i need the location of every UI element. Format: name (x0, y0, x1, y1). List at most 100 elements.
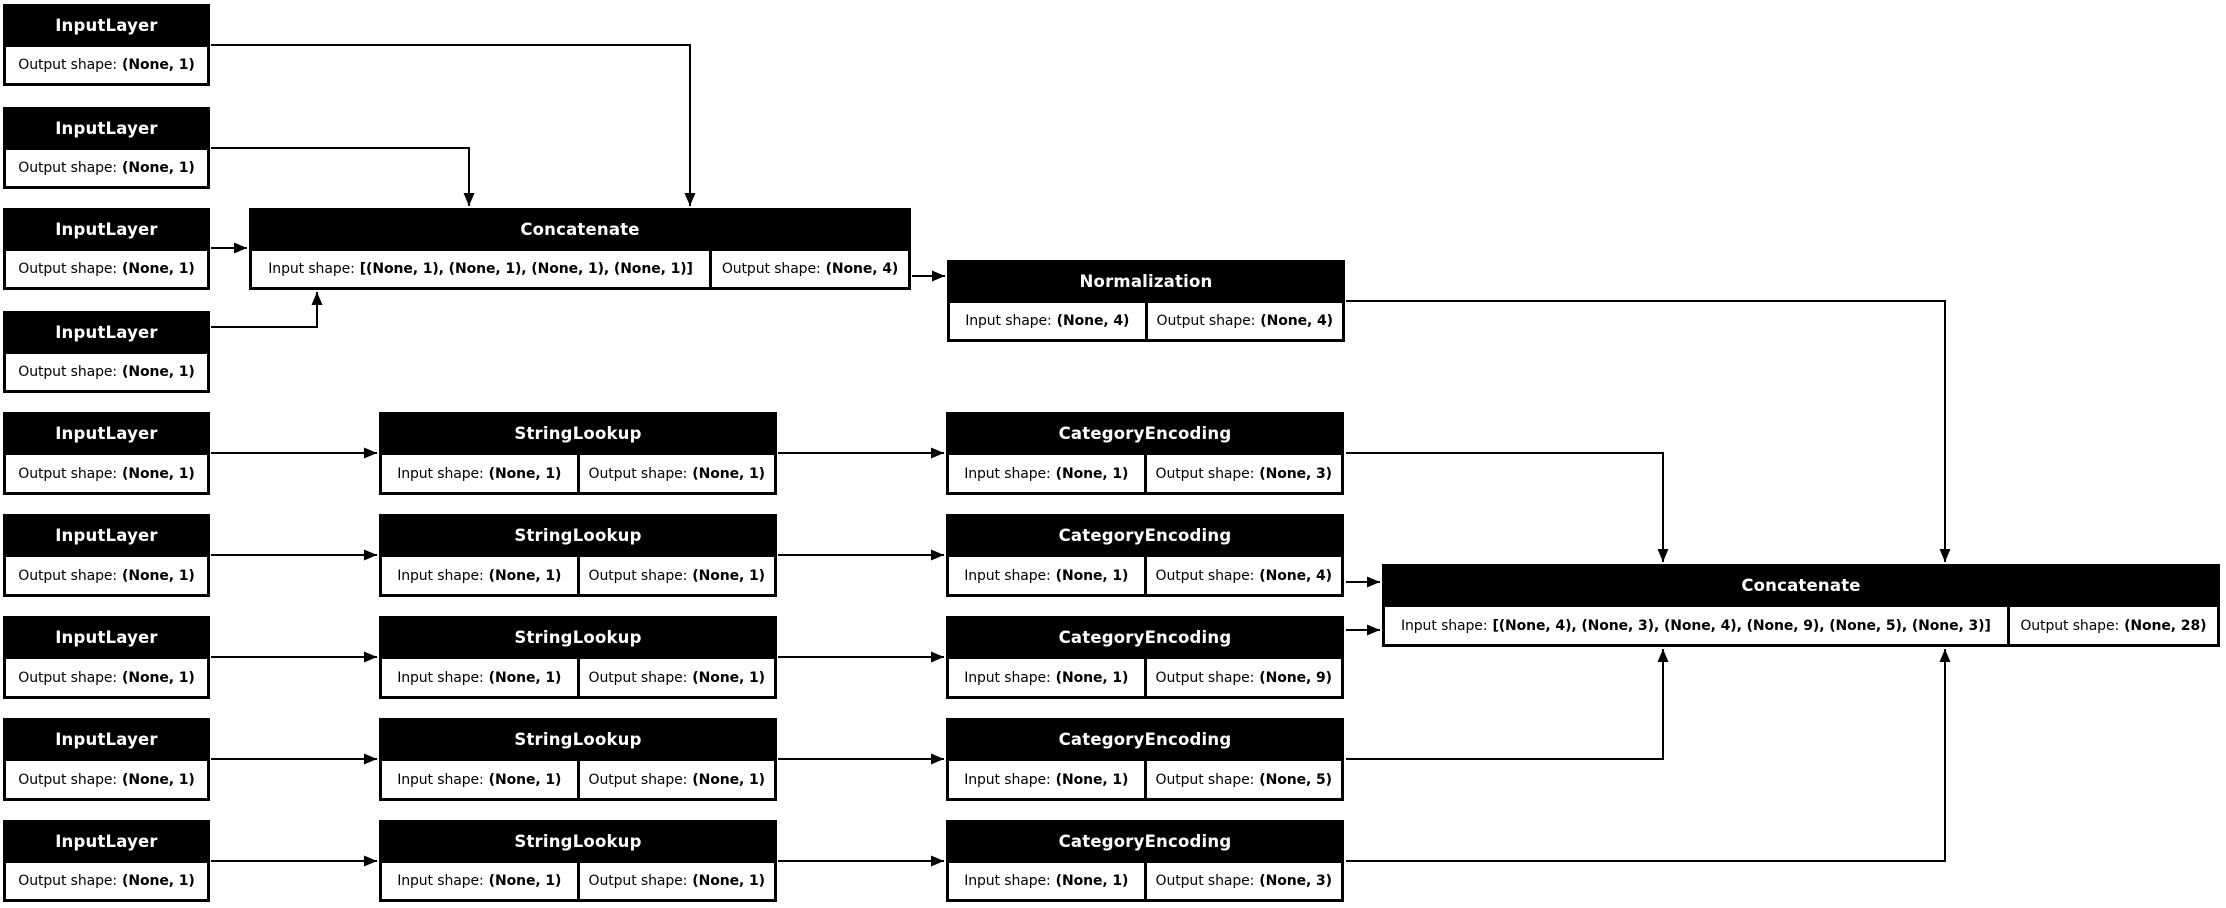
output-shape-cell: Output shape:(None, 3) (1146, 455, 1341, 492)
shape-label: Input shape: (1400, 617, 1488, 634)
shape-value: (None, 1) (488, 669, 562, 686)
shape-value: (None, 1) (692, 771, 765, 788)
node-category-encoding-1: CategoryEncoding Input shape:(None, 1) O… (946, 412, 1344, 495)
shape-label: Output shape: (588, 669, 688, 686)
layer-type-title: InputLayer (55, 526, 158, 545)
node-category-encoding-5: CategoryEncoding Input shape:(None, 1) O… (946, 820, 1344, 902)
shape-value: (None, 1) (122, 364, 195, 380)
layer-type-title: InputLayer (55, 628, 158, 647)
input-shape-cell: Input shape:(None, 1) (382, 557, 577, 594)
layer-type-title: CategoryEncoding (1058, 424, 1232, 443)
shape-value: (None, 1) (122, 567, 195, 584)
output-shape-cell: Output shape:(None, 1) (579, 455, 774, 492)
output-shape-cell: Output shape:(None, 4) (1147, 303, 1342, 339)
node-input-layer-6: InputLayer Output shape:(None, 1) (3, 514, 210, 597)
input-shape-cell: Input shape:(None, 1) (949, 659, 1144, 696)
input-shape-cell: Input shape:(None, 1) (949, 557, 1144, 594)
output-shape-cell: Output shape:(None, 1) (6, 761, 207, 798)
output-shape-cell: Output shape:(None, 1) (6, 354, 207, 390)
shape-value: (None, 3) (1259, 873, 1332, 889)
node-input-layer-5: InputLayer Output shape:(None, 1) (3, 412, 210, 495)
layer-type-title: StringLookup (514, 730, 642, 749)
shape-label: Output shape: (1155, 771, 1255, 788)
shape-value: (None, 4) (1259, 567, 1332, 584)
shape-label: Output shape: (1155, 465, 1255, 482)
edge-category-encoding-5-to-concatenate-2 (1346, 649, 1951, 862)
input-shape-cell: Input shape:(None, 1) (949, 761, 1144, 798)
layer-type-title: CategoryEncoding (1058, 832, 1232, 851)
output-shape-cell: Output shape:(None, 1) (579, 761, 774, 798)
layer-type-title: Concatenate (520, 220, 640, 239)
layer-type-title: InputLayer (55, 730, 158, 749)
output-shape-cell: Output shape:(None, 1) (579, 659, 774, 696)
input-shape-cell: Input shape:(None, 1) (949, 455, 1144, 492)
shape-label: Output shape: (588, 771, 688, 788)
shape-value: (None, 1) (1055, 669, 1129, 686)
node-string-lookup-3: StringLookup Input shape:(None, 1) Outpu… (379, 616, 777, 699)
layer-type-title: Normalization (1079, 272, 1213, 291)
shape-value: (None, 3) (1259, 465, 1332, 482)
shape-label: Output shape: (2020, 617, 2120, 634)
layer-type-title: CategoryEncoding (1058, 526, 1232, 545)
shape-label: Output shape: (588, 465, 688, 482)
shape-value: (None, 1) (122, 57, 195, 73)
shape-label: Output shape: (18, 261, 118, 277)
layer-type-title: StringLookup (514, 424, 642, 443)
shape-value: (None, 1) (122, 873, 195, 889)
output-shape-cell: Output shape:(None, 9) (1146, 659, 1341, 696)
input-shape-cell: Input shape:(None, 1) (382, 863, 577, 899)
output-shape-cell: Output shape:(None, 1) (6, 455, 207, 492)
layer-type-title: InputLayer (55, 16, 158, 35)
edge-category-encoding-1-to-concatenate-2 (1346, 452, 1669, 562)
shape-label: Output shape: (1155, 873, 1255, 889)
shape-label: Input shape: (964, 669, 1051, 686)
shape-value: (None, 1) (122, 465, 195, 482)
shape-value: (None, 1) (488, 771, 562, 788)
node-string-lookup-2: StringLookup Input shape:(None, 1) Outpu… (379, 514, 777, 597)
shape-label: Output shape: (18, 57, 118, 73)
shape-value: (None, 4) (825, 261, 899, 277)
shape-value: (None, 1) (1055, 873, 1129, 889)
shape-value: (None, 1) (122, 669, 195, 686)
node-normalization: Normalization Input shape:(None, 4) Outp… (947, 260, 1345, 342)
node-string-lookup-5: StringLookup Input shape:(None, 1) Outpu… (379, 820, 777, 902)
shape-label: Input shape: (965, 313, 1052, 329)
shape-label: Output shape: (588, 567, 688, 584)
node-input-layer-2: InputLayer Output shape:(None, 1) (3, 107, 210, 189)
shape-value: (None, 1) (122, 771, 195, 788)
output-shape-cell: Output shape:(None, 28) (2009, 607, 2217, 644)
output-shape-cell: Output shape:(None, 3) (1146, 863, 1341, 899)
node-string-lookup-1: StringLookup Input shape:(None, 1) Outpu… (379, 412, 777, 495)
shape-label: Output shape: (721, 261, 821, 277)
input-shape-cell: Input shape:(None, 1) (382, 761, 577, 798)
edge-category-encoding-4-to-concatenate-2 (1346, 649, 1669, 760)
output-shape-cell: Output shape:(None, 4) (712, 251, 908, 287)
output-shape-cell: Output shape:(None, 5) (1146, 761, 1341, 798)
node-category-encoding-4: CategoryEncoding Input shape:(None, 1) O… (946, 718, 1344, 801)
shape-value: (None, 1) (122, 160, 195, 176)
shape-label: Output shape: (18, 364, 118, 380)
output-shape-cell: Output shape:(None, 1) (579, 557, 774, 594)
shape-value: (None, 1) (1055, 465, 1129, 482)
input-shape-cell: Input shape:(None, 1) (949, 863, 1144, 899)
layer-type-title: Concatenate (1741, 576, 1861, 595)
node-input-layer-3: InputLayer Output shape:(None, 1) (3, 208, 210, 290)
shape-label: Input shape: (397, 873, 484, 889)
input-shape-cell: Input shape:[(None, 4), (None, 3), (None… (1385, 607, 2007, 644)
shape-value: (None, 1) (488, 873, 562, 889)
shape-label: Output shape: (1156, 313, 1256, 329)
shape-label: Input shape: (268, 261, 355, 277)
shape-value: (None, 5) (1259, 771, 1332, 788)
output-shape-cell: Output shape:(None, 1) (6, 150, 207, 186)
node-input-layer-7: InputLayer Output shape:(None, 1) (3, 616, 210, 699)
input-shape-cell: Input shape:(None, 1) (382, 659, 577, 696)
shape-value: (None, 1) (692, 873, 765, 889)
shape-value: (None, 1) (1055, 771, 1129, 788)
output-shape-cell: Output shape:(None, 4) (1146, 557, 1341, 594)
shape-label: Output shape: (18, 771, 118, 788)
shape-label: Input shape: (397, 669, 484, 686)
shape-label: Input shape: (397, 567, 484, 584)
shape-value: [(None, 4), (None, 3), (None, 4), (None,… (1492, 617, 1991, 634)
shape-value: [(None, 1), (None, 1), (None, 1), (None,… (359, 261, 693, 277)
